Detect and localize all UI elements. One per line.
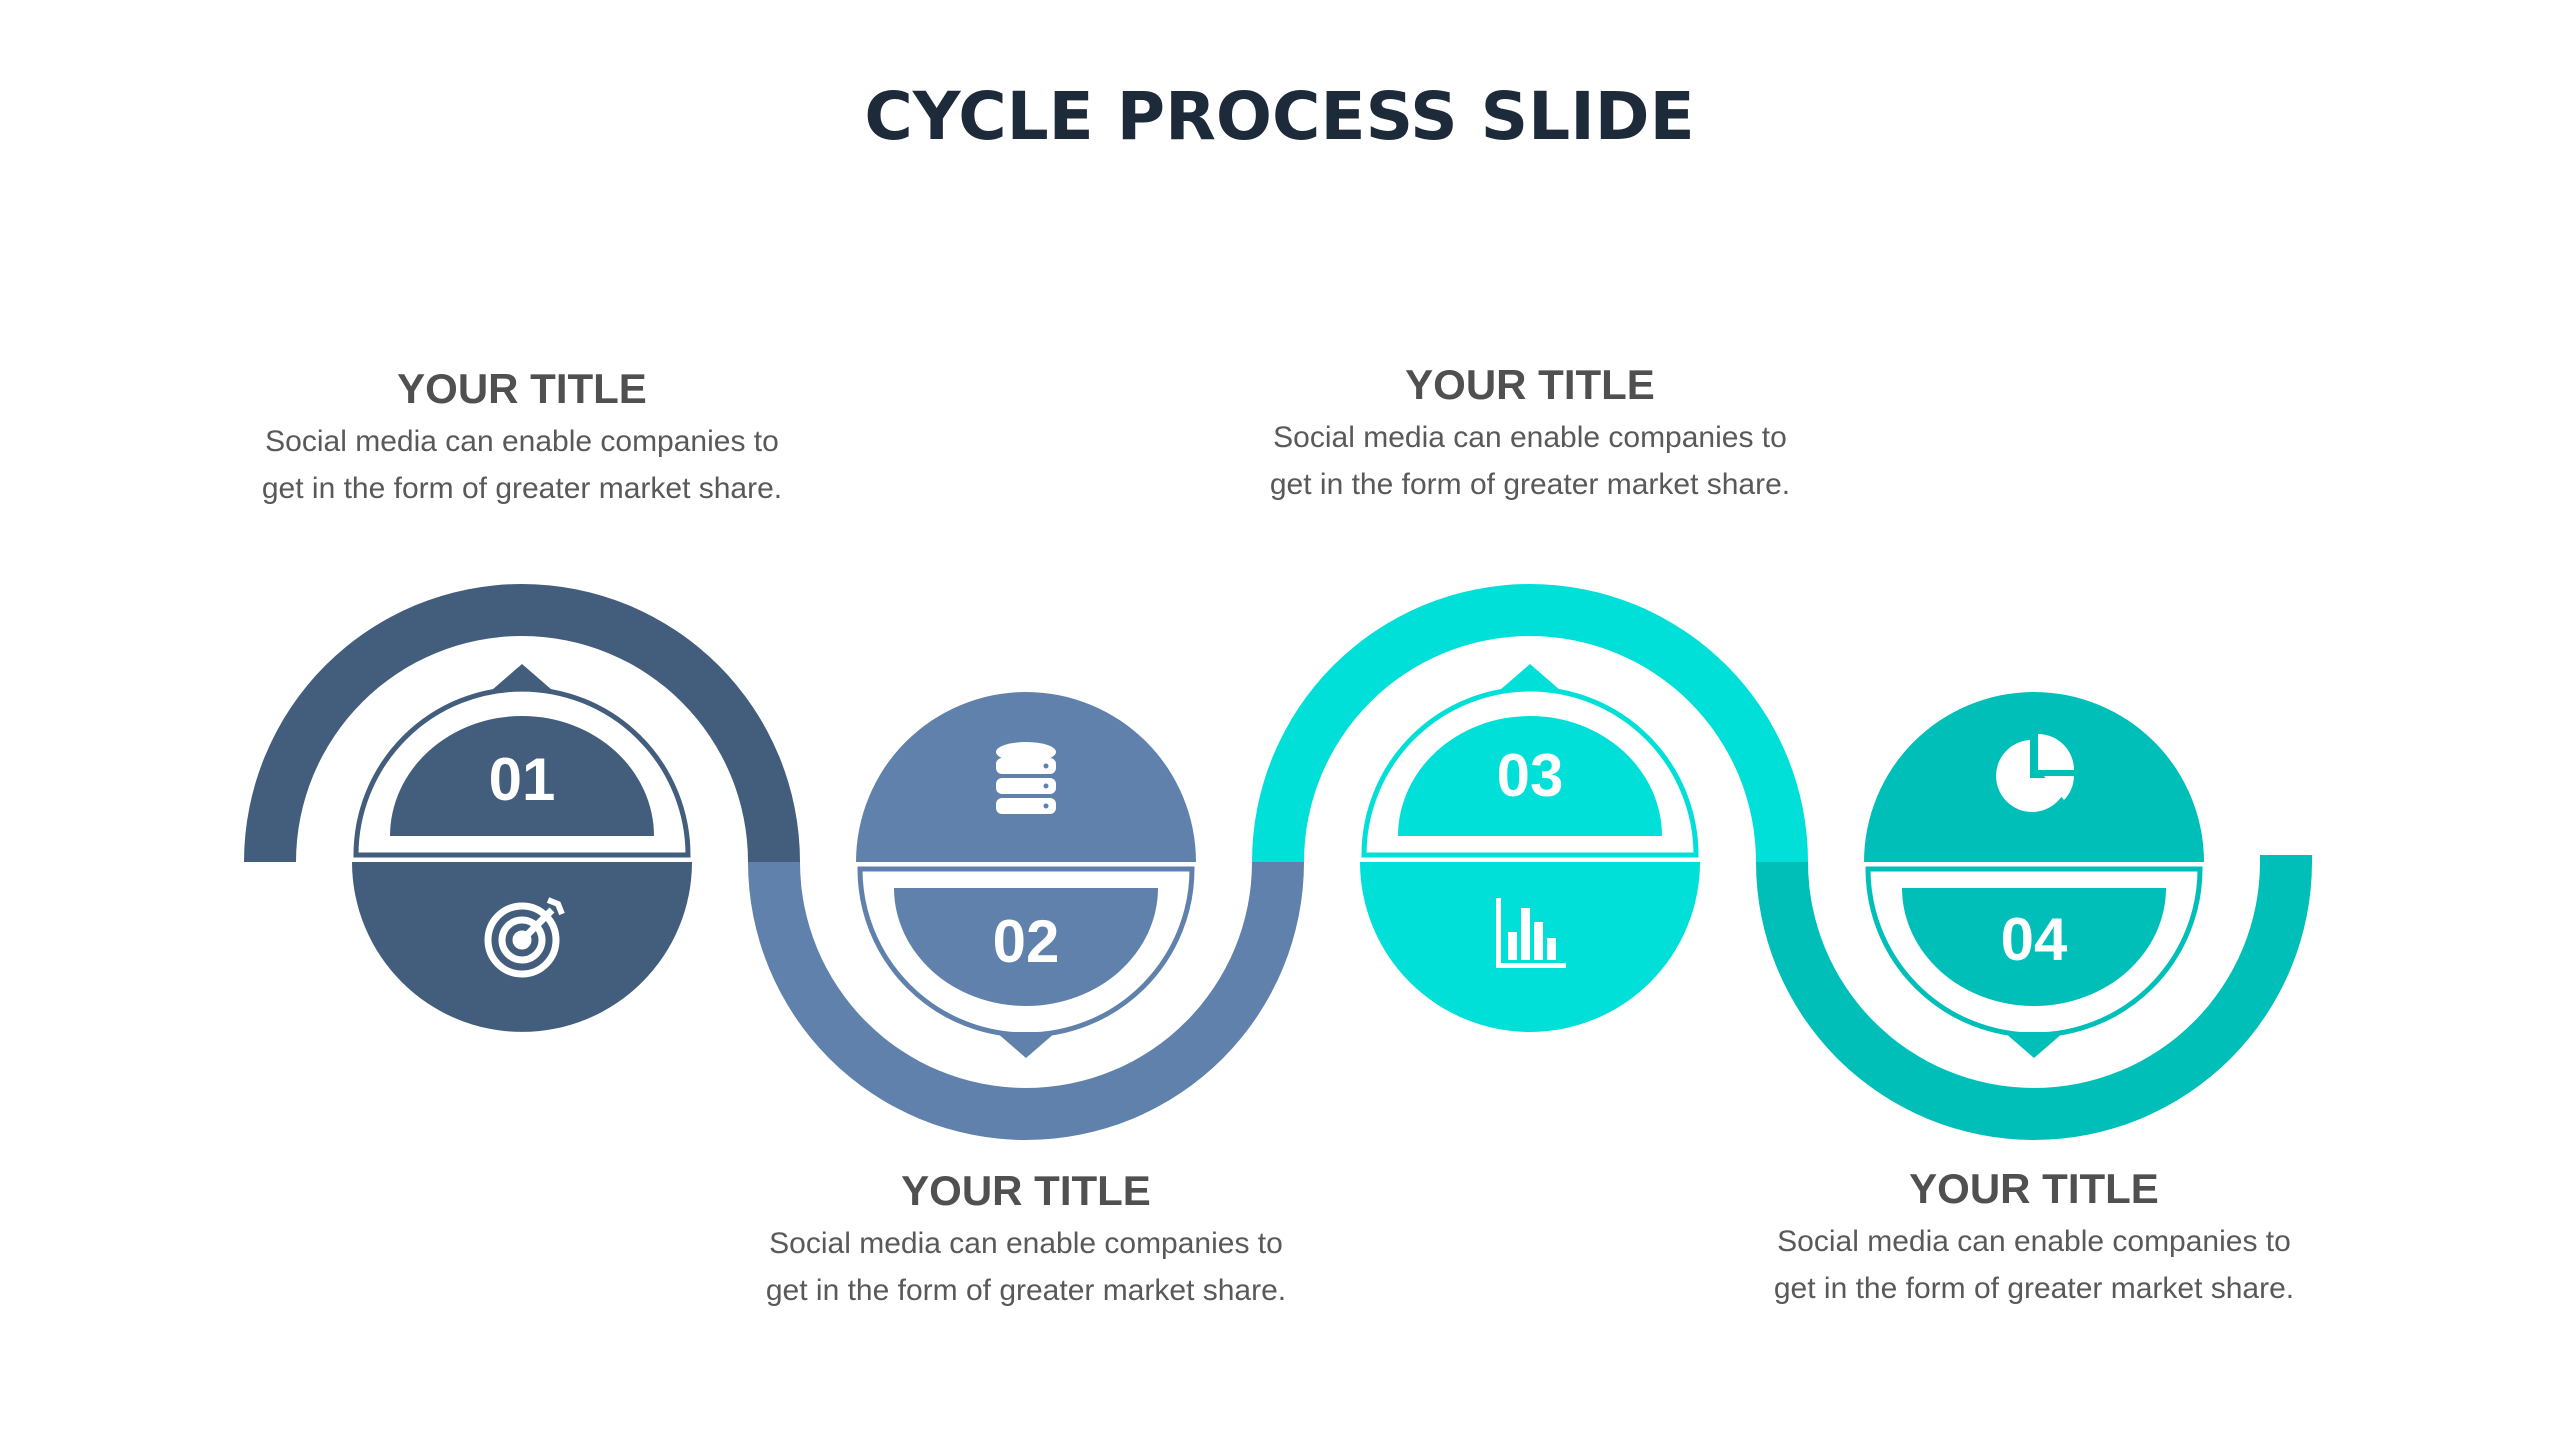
- step-03-pointer: [1500, 664, 1560, 690]
- step-01-graphic: 01: [244, 584, 800, 1032]
- step-03-upper-dome: [1398, 716, 1662, 836]
- step-04-title: YOUR TITLE: [1909, 1165, 2159, 1212]
- step-03-upper-ring: [1361, 686, 1699, 858]
- target-icon: [484, 897, 565, 978]
- step-04-graphic: 04: [1756, 692, 2312, 1140]
- step-02-graphic: 02: [748, 692, 1304, 1140]
- step-03-description: Social media can enable companies to get…: [1269, 421, 1791, 501]
- step-04-arc: [1756, 855, 2312, 1140]
- step-01-pointer: [492, 664, 552, 690]
- step-02-arc: [748, 862, 1304, 1140]
- step-02-title: YOUR TITLE: [901, 1167, 1151, 1214]
- step-02-pointer: [996, 1032, 1056, 1058]
- step-02-description: Social media can enable companies to get…: [765, 1227, 1287, 1307]
- step-01-title: YOUR TITLE: [397, 365, 647, 412]
- step-01-arc: [244, 584, 800, 862]
- step-04-upper-half: [1864, 692, 2204, 862]
- step-02-lower-dome: [894, 888, 1158, 1006]
- step-02-upper-half: [856, 692, 1196, 862]
- step-04-description: Social media can enable companies to get…: [1773, 1225, 2295, 1305]
- bar-chart-icon: [1496, 898, 1566, 968]
- database-icon: [996, 742, 1056, 814]
- step-02-number: 02: [993, 908, 1060, 975]
- step-04-text: YOUR TITLE Social media can enable compa…: [1734, 1164, 2334, 1312]
- step-04-lower-ring: [1865, 866, 2203, 1038]
- step-03-arc: [1252, 584, 1808, 862]
- step-01-number: 01: [489, 746, 556, 813]
- step-03-title: YOUR TITLE: [1405, 361, 1655, 408]
- step-03-number: 03: [1497, 742, 1564, 809]
- step-04-lower-dome: [1902, 888, 2166, 1006]
- step-02-lower-ring: [857, 866, 1195, 1038]
- pie-chart-icon: [1996, 734, 2074, 812]
- step-03-graphic: 03: [1252, 584, 1808, 1032]
- step-02-text: YOUR TITLE Social media can enable compa…: [726, 1166, 1326, 1314]
- step-04-pointer: [2004, 1032, 2064, 1058]
- step-01-description: Social media can enable companies to get…: [261, 425, 783, 505]
- step-01-upper-dome: [390, 716, 654, 836]
- slide-title: CYCLE PROCESS SLIDE: [864, 78, 1695, 155]
- step-01-upper-ring: [353, 686, 691, 858]
- step-04-number: 04: [2001, 906, 2068, 973]
- step-01-text: YOUR TITLE Social media can enable compa…: [222, 364, 822, 512]
- step-03-text: YOUR TITLE Social media can enable compa…: [1230, 360, 1830, 508]
